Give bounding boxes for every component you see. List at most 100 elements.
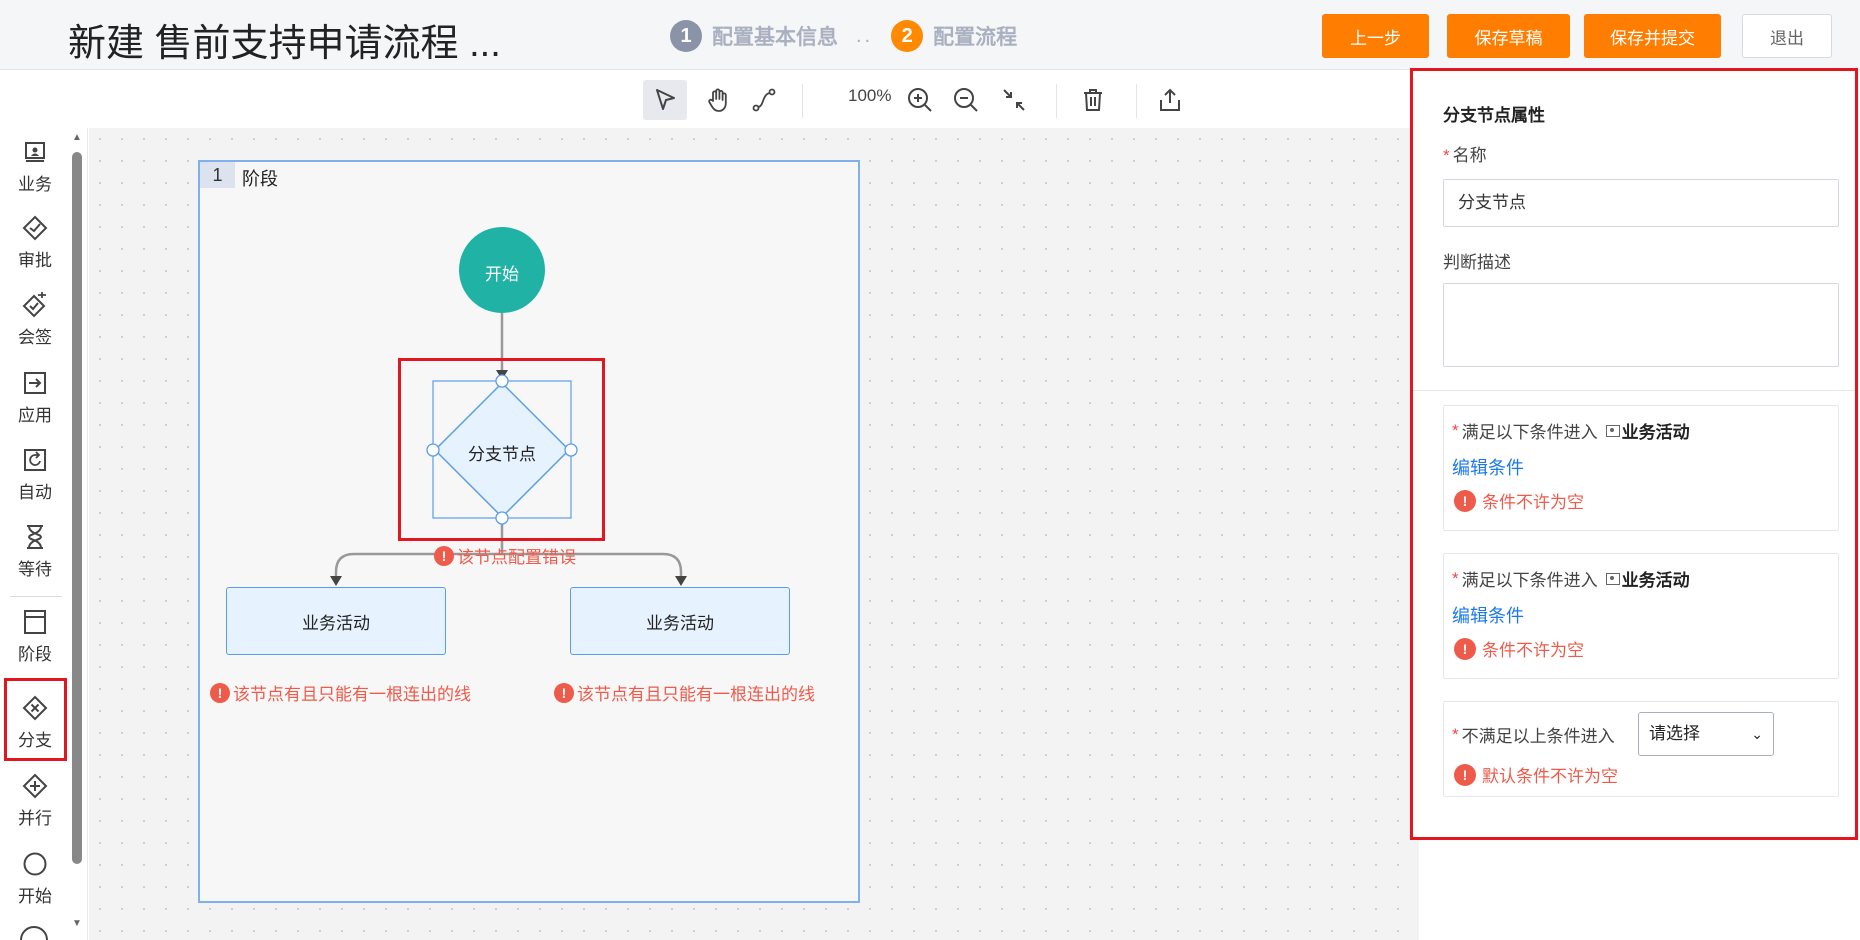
canvas-toolbar: 100%	[90, 72, 1410, 126]
activity-node-left[interactable]: 业务活动	[226, 587, 446, 655]
condition-block-1: *满足以下条件进入 业务活动 编辑条件 !条件不许为空	[1443, 405, 1839, 531]
palette-item-countersign[interactable]: 会签	[0, 291, 70, 348]
error-icon: !	[1454, 763, 1476, 786]
branch-error-text: 该节点配置错误	[457, 548, 576, 567]
step-1-label[interactable]: 配置基本信息	[712, 26, 838, 49]
pointer-select-icon[interactable]	[643, 80, 687, 120]
zoom-in-icon[interactable]	[898, 80, 942, 120]
default-condition-label: *不满足以上条件进入	[1452, 724, 1615, 747]
zoom-out-icon[interactable]	[944, 80, 988, 120]
save-draft-button[interactable]: 保存草稿	[1447, 14, 1570, 58]
activity-right-error-text: 该节点有且只能有一根连出的线	[577, 685, 815, 704]
palette-label: 分支	[18, 731, 52, 750]
parallel-icon	[22, 773, 48, 799]
palette-label: 开始	[18, 887, 52, 906]
stage-icon	[24, 610, 46, 634]
error-icon: !	[1454, 489, 1476, 512]
panel-divider	[1413, 390, 1855, 391]
palette-item-start[interactable]: 开始	[0, 850, 70, 907]
connect-line-icon[interactable]	[742, 80, 786, 120]
error-icon: !	[554, 682, 574, 703]
stage-container[interactable]: 1 阶段	[198, 160, 860, 903]
step-indicator: 1 配置基本信息 .. 2 配置流程	[670, 20, 1017, 52]
branch-error-message: ! 该节点配置错误	[434, 543, 576, 568]
toolbar-divider	[1056, 84, 1057, 118]
panel-title: 分支节点属性	[1443, 106, 1545, 125]
step-2-number: 2	[891, 20, 924, 52]
fit-screen-icon[interactable]	[992, 80, 1036, 120]
condition-block-2: *满足以下条件进入 业务活动 编辑条件 !条件不许为空	[1443, 553, 1839, 679]
auto-icon	[24, 449, 46, 471]
palette-item-parallel[interactable]: 并行	[0, 772, 70, 829]
palette-item-approval[interactable]: 审批	[0, 214, 70, 271]
palette-item-auto[interactable]: 自动	[0, 446, 70, 503]
end-icon[interactable]	[20, 926, 48, 940]
branch-node-label[interactable]: 分支节点	[468, 445, 536, 464]
approval-icon	[22, 215, 48, 241]
edit-condition-link[interactable]: 编辑条件	[1452, 458, 1524, 478]
header: 新建 售前支持申请流程 ... 1 配置基本信息 .. 2 配置流程 上一步 保…	[0, 0, 1860, 70]
start-icon	[23, 852, 47, 876]
activity-left-error-text: 该节点有且只能有一根连出的线	[233, 685, 471, 704]
error-icon: !	[1454, 637, 1476, 660]
stage-number: 1	[200, 162, 235, 188]
palette-label: 等待	[18, 560, 52, 579]
palette-item-branch[interactable]: 分支	[0, 694, 70, 751]
toolbar-divider	[1136, 84, 1137, 118]
default-target-select[interactable]: 请选择 ⌄	[1638, 712, 1774, 756]
save-submit-button[interactable]: 保存并提交	[1584, 14, 1721, 58]
palette-label: 应用	[18, 406, 52, 425]
application-icon	[24, 372, 46, 394]
name-label: *名称	[1443, 146, 1487, 165]
hourglass-icon	[27, 525, 43, 549]
countersign-icon	[22, 292, 46, 318]
palette-label: 并行	[18, 809, 52, 828]
palette-label: 自动	[18, 483, 52, 502]
node-palette: 业务 审批 会签 应用 自动 等待 阶段 分支	[0, 128, 88, 940]
palette-item-wait[interactable]: 等待	[0, 523, 70, 580]
branch-node-highlight	[398, 358, 605, 541]
step-separator: ..	[856, 24, 874, 47]
business-icon	[25, 142, 45, 162]
hand-pan-icon[interactable]	[696, 80, 740, 120]
palette-label: 审批	[18, 251, 52, 270]
prev-step-button[interactable]: 上一步	[1322, 14, 1429, 58]
palette-scrollbar[interactable]	[72, 152, 82, 864]
palette-item-application[interactable]: 应用	[0, 369, 70, 426]
activity-right-error: ! 该节点有且只能有一根连出的线	[554, 680, 815, 705]
step-1-number: 1	[670, 20, 702, 52]
activity-left-error: ! 该节点有且只能有一根连出的线	[210, 680, 471, 705]
page-title: 新建 售前支持申请流程 ...	[68, 23, 501, 65]
name-input[interactable]: 分支节点	[1443, 179, 1839, 227]
condition-header: *满足以下条件进入 业务活动	[1452, 568, 1690, 591]
default-condition-error: !默认条件不许为空	[1454, 762, 1618, 787]
palette-item-stage[interactable]: 阶段	[0, 608, 70, 665]
branch-icon	[22, 695, 48, 721]
palette-branch-highlight	[4, 678, 67, 761]
business-icon	[1605, 572, 1620, 585]
error-icon: !	[210, 682, 230, 703]
export-icon[interactable]	[1148, 80, 1192, 120]
scroll-down-arrow[interactable]: ▼	[72, 918, 82, 929]
error-icon: !	[434, 545, 454, 566]
start-node-label[interactable]: 开始	[485, 265, 519, 284]
description-textarea[interactable]	[1443, 283, 1839, 367]
palette-label: 业务	[18, 175, 52, 194]
chevron-down-icon: ⌄	[1751, 726, 1763, 742]
palette-label: 阶段	[18, 645, 52, 664]
branch-properties-panel: 分支节点属性 *名称 分支节点 判断描述 *满足以下条件进入 业务活动 编辑条件…	[1410, 68, 1858, 840]
edit-condition-link[interactable]: 编辑条件	[1452, 606, 1524, 626]
scroll-up-arrow[interactable]: ▲	[72, 132, 82, 143]
exit-button[interactable]: 退出	[1742, 14, 1832, 58]
activity-node-right[interactable]: 业务活动	[570, 587, 790, 655]
delete-icon[interactable]	[1071, 80, 1115, 120]
business-icon	[1605, 424, 1620, 437]
palette-item-business[interactable]: 业务	[0, 138, 70, 195]
default-condition-block: *不满足以上条件进入 请选择 ⌄ !默认条件不许为空	[1443, 701, 1839, 797]
panel-bottom-area	[1419, 840, 1860, 940]
step-2-label[interactable]: 配置流程	[933, 26, 1018, 49]
stage-label: 阶段	[242, 169, 278, 189]
description-label: 判断描述	[1443, 253, 1511, 272]
zoom-level: 100%	[848, 86, 892, 105]
